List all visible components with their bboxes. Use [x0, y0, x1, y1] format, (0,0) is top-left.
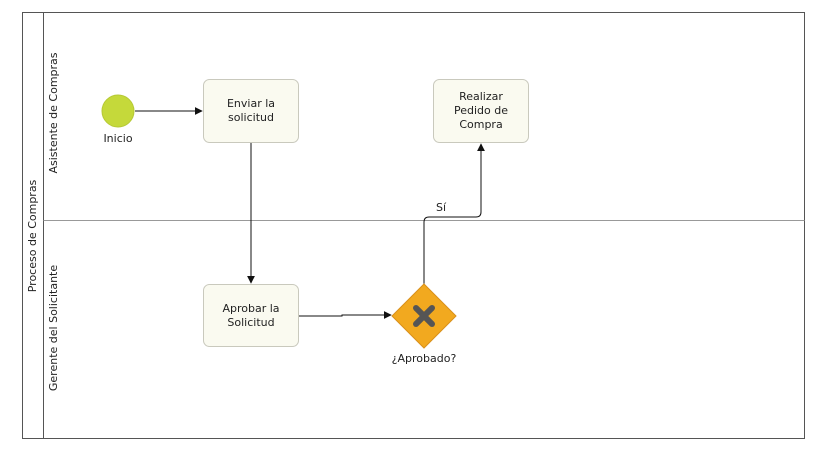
start-event[interactable]: [101, 94, 135, 128]
gateway-label: ¿Aprobado?: [392, 352, 457, 365]
lane-label-gerente: Gerente del Solicitante: [47, 265, 60, 391]
pool-border: [22, 12, 805, 439]
task-label-line: solicitud: [228, 111, 274, 124]
task-label-line: Realizar: [459, 90, 503, 103]
task-label-line: Pedido de: [454, 104, 508, 117]
task-aprobar-solicitud[interactable]: Aprobar la Solicitud: [203, 284, 299, 347]
task-realizar-pedido[interactable]: Realizar Pedido de Compra: [433, 79, 529, 143]
exclusive-gateway[interactable]: [391, 283, 457, 349]
task-label-line: Compra: [459, 118, 502, 131]
x-icon: [413, 305, 435, 327]
lane-label-asistente: Asistente de Compras: [47, 52, 60, 173]
flow-gateway-to-realizar: [423, 143, 485, 284]
flow-yes-label: Sí: [436, 201, 447, 214]
task-label-line: Aprobar la: [222, 302, 279, 315]
task-label-line: Enviar la: [227, 97, 275, 110]
task-enviar-solicitud[interactable]: Enviar la solicitud: [203, 79, 299, 143]
start-event-label: Inicio: [103, 132, 132, 145]
flow-aprobar-to-gateway: [299, 311, 392, 319]
pool-label: Proceso de Compras: [26, 179, 39, 292]
task-label-line: Solicitud: [227, 316, 274, 329]
